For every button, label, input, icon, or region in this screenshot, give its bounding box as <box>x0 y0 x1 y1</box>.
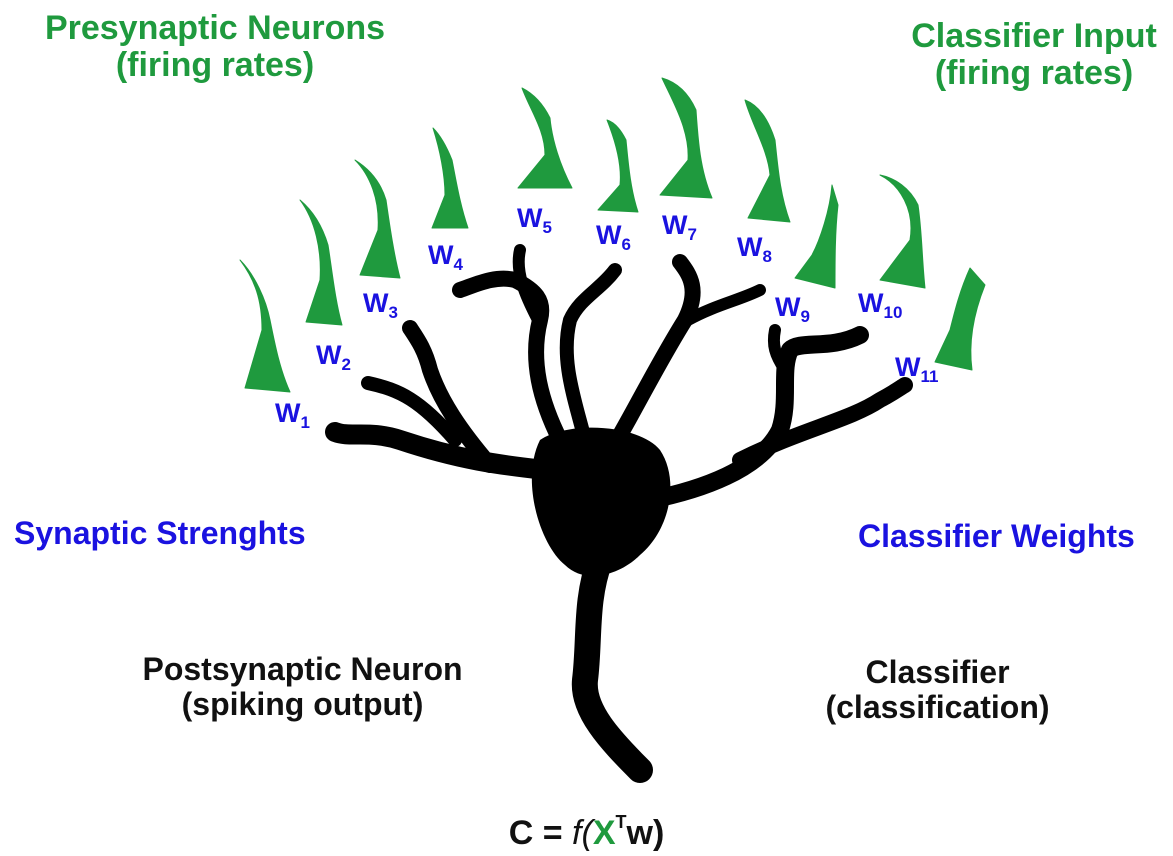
formula-lhs: C = <box>509 814 572 852</box>
weight-label-8: W8 <box>737 232 772 267</box>
formula-w: w) <box>627 814 665 852</box>
classifier-title: Classifier (classification) <box>800 655 1075 725</box>
weight-label-3: W3 <box>363 288 398 323</box>
weight-label-7: W7 <box>662 210 697 245</box>
weight-label-2: W2 <box>316 340 351 375</box>
classifier-formula: C = f(XTw) <box>0 812 1173 853</box>
weight-label-10: W10 <box>858 288 902 323</box>
weight-label-5: W5 <box>517 203 552 238</box>
presynaptic-neurons-label: Presynaptic Neurons <box>30 10 400 47</box>
classifier-label: Classifier <box>800 655 1075 690</box>
presynaptic-firing-rates-label: (firing rates) <box>30 47 400 84</box>
classifier-weights-label: Classifier Weights <box>858 519 1135 554</box>
formula-x: X <box>593 814 616 852</box>
classification-label: (classification) <box>800 690 1075 725</box>
weight-label-6: W6 <box>596 220 631 255</box>
presynaptic-neurons-title: Presynaptic Neurons (firing rates) <box>30 10 400 85</box>
postsynaptic-neuron-label: Postsynaptic Neuron <box>110 652 495 687</box>
weight-label-11: W11 <box>895 352 938 387</box>
classifier-input-title: Classifier Input (firing rates) <box>895 18 1173 93</box>
weight-label-1: W1 <box>275 398 310 433</box>
weight-label-4: W4 <box>428 240 463 275</box>
postsynaptic-neuron-title: Postsynaptic Neuron (spiking output) <box>110 652 495 722</box>
formula-transpose: T <box>616 812 627 832</box>
formula-open-paren: ( <box>581 814 592 852</box>
spiking-output-label: (spiking output) <box>110 687 495 722</box>
classifier-input-firing-rates-label: (firing rates) <box>895 55 1173 92</box>
synaptic-strengths-label: Synaptic Strenghts <box>14 516 306 551</box>
classifier-input-label: Classifier Input <box>895 18 1173 55</box>
weight-label-9: W9 <box>775 292 810 327</box>
